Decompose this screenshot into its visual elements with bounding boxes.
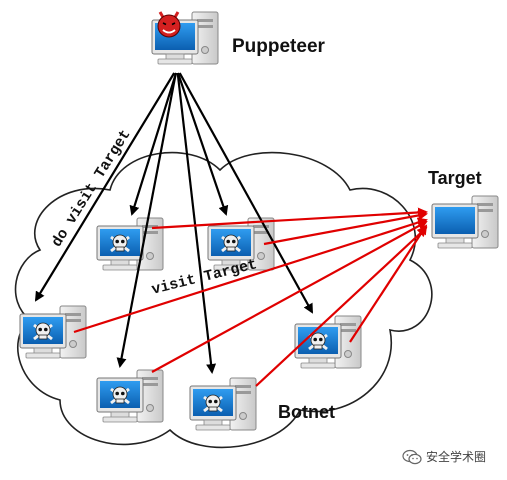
command-arrow-bot-2 (176, 72, 229, 216)
watermark: 安全学术圈 (402, 448, 486, 465)
command-arrow-bot-4 (178, 72, 313, 314)
bot-4-computer (294, 315, 362, 369)
bot-5-computer (96, 369, 164, 423)
skull-crossbones-icon (33, 322, 53, 341)
attack-arrow-bot-3 (73, 217, 428, 334)
puppeteer-label: Puppeteer (232, 36, 325, 57)
bot-6-computer (189, 377, 257, 431)
wechat-icon (402, 449, 422, 464)
attack-arrow-bot-5 (151, 221, 428, 373)
watermark-text: 安全学术圈 (426, 450, 487, 464)
skull-crossbones-icon (221, 234, 241, 253)
skull-crossbones-icon (308, 332, 328, 351)
skull-crossbones-icon (110, 386, 130, 405)
bot-1-computer (96, 217, 164, 271)
puppeteer-computer (151, 11, 219, 65)
attack-arrow-bot-6 (255, 226, 428, 387)
skull-crossbones-icon (110, 234, 130, 253)
attack-arrow-bot-4 (349, 224, 428, 343)
bot-3-computer (19, 305, 87, 359)
target-computer (431, 195, 499, 249)
devil-icon (157, 11, 181, 38)
target-label: Target (428, 168, 482, 188)
command-arrow-bot-5 (116, 72, 177, 368)
command-arrow-bot-3 (34, 72, 176, 302)
skull-crossbones-icon (203, 394, 223, 413)
attack-arrow-bot-1 (151, 207, 428, 230)
botnet-label: Botnet (278, 402, 335, 422)
command-arrow-bot-6 (176, 72, 217, 374)
command-arrow-bot-1 (129, 72, 178, 216)
attack-arrow-bot-2 (263, 210, 428, 246)
